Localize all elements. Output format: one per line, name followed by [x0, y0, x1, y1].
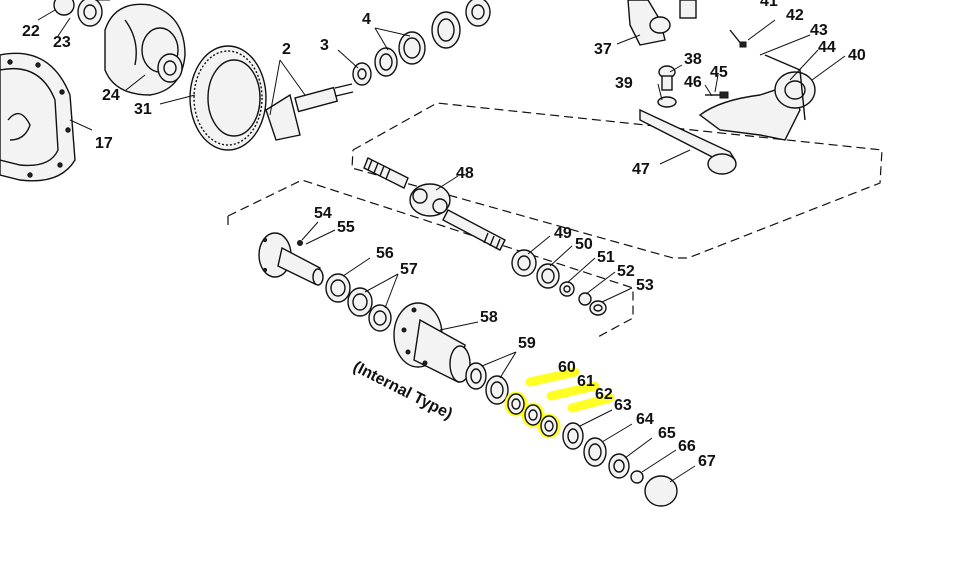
tie-rod — [639, 108, 737, 175]
callout-67: 67 — [698, 453, 716, 470]
callout-44: 44 — [818, 39, 836, 56]
pinion-bearings — [374, 0, 491, 77]
pinion-washer — [352, 62, 372, 86]
differential-cover — [0, 52, 76, 182]
hub-cap — [644, 475, 678, 507]
hub-bearing — [465, 362, 509, 405]
callout-53: 53 — [636, 277, 654, 294]
callout-49: 49 — [554, 225, 572, 242]
callout-3: 3 — [320, 37, 329, 54]
callout-63: 63 — [614, 397, 632, 414]
callout-46: 46 — [684, 74, 702, 91]
small-bolts — [705, 29, 747, 99]
callout-56: 56 — [376, 245, 394, 262]
callout-40: 40 — [848, 47, 866, 64]
axle-shaft — [363, 157, 506, 251]
callout-2: 2 — [282, 41, 291, 58]
callout-66: 66 — [678, 438, 696, 455]
spacer-washers — [536, 263, 607, 316]
callout-31: 31 — [134, 101, 152, 118]
callout-54: 54 — [314, 205, 332, 222]
callout-52: 52 — [617, 263, 635, 280]
wheel-hub — [393, 302, 471, 384]
ball-joint — [657, 65, 677, 108]
differential-case — [104, 3, 186, 96]
spindle — [258, 232, 324, 286]
callout-50: 50 — [575, 236, 593, 253]
callout-48: 48 — [456, 165, 474, 182]
callout-39: 39 — [615, 75, 633, 92]
leader-lines — [37, 9, 846, 483]
callout-45: 45 — [710, 64, 728, 81]
callout-24: 24 — [102, 87, 120, 104]
ring-gear — [189, 45, 267, 151]
callout-57: 57 — [400, 261, 418, 278]
locknut-washers — [507, 393, 558, 437]
callout-38: 38 — [684, 51, 702, 68]
callout-23: 23 — [53, 34, 71, 51]
callout-4: 4 — [362, 11, 371, 28]
callout-43: 43 — [810, 22, 828, 39]
callout-42: 42 — [786, 7, 804, 24]
pinion-gear — [265, 83, 354, 141]
callout-65: 65 — [658, 425, 676, 442]
steering-knuckle — [627, 0, 816, 141]
axle-shaft-group-boundary — [351, 102, 883, 259]
callout-numbers: 2 3 4 17 22 23 24 31 37 38 39 40 41 42 4… — [22, 0, 866, 470]
callout-22: 22 — [22, 23, 40, 40]
spindle-bearing — [347, 287, 392, 332]
callout-37: 37 — [594, 41, 612, 58]
side-gear-parts — [53, 0, 110, 27]
callout-59: 59 — [518, 335, 536, 352]
spindle-seal — [325, 273, 351, 303]
axle-seal — [511, 249, 537, 277]
callout-47: 47 — [632, 161, 650, 178]
callout-17: 17 — [95, 135, 113, 152]
callout-51: 51 — [597, 249, 615, 266]
callout-60: 60 — [558, 359, 576, 376]
callout-64: 64 — [636, 411, 654, 428]
callout-58: 58 — [480, 309, 498, 326]
outer-parts — [562, 422, 644, 484]
callout-62: 62 — [595, 386, 613, 403]
callout-61: 61 — [577, 373, 595, 390]
callout-41: 41 — [760, 0, 778, 10]
callout-55: 55 — [337, 219, 355, 236]
